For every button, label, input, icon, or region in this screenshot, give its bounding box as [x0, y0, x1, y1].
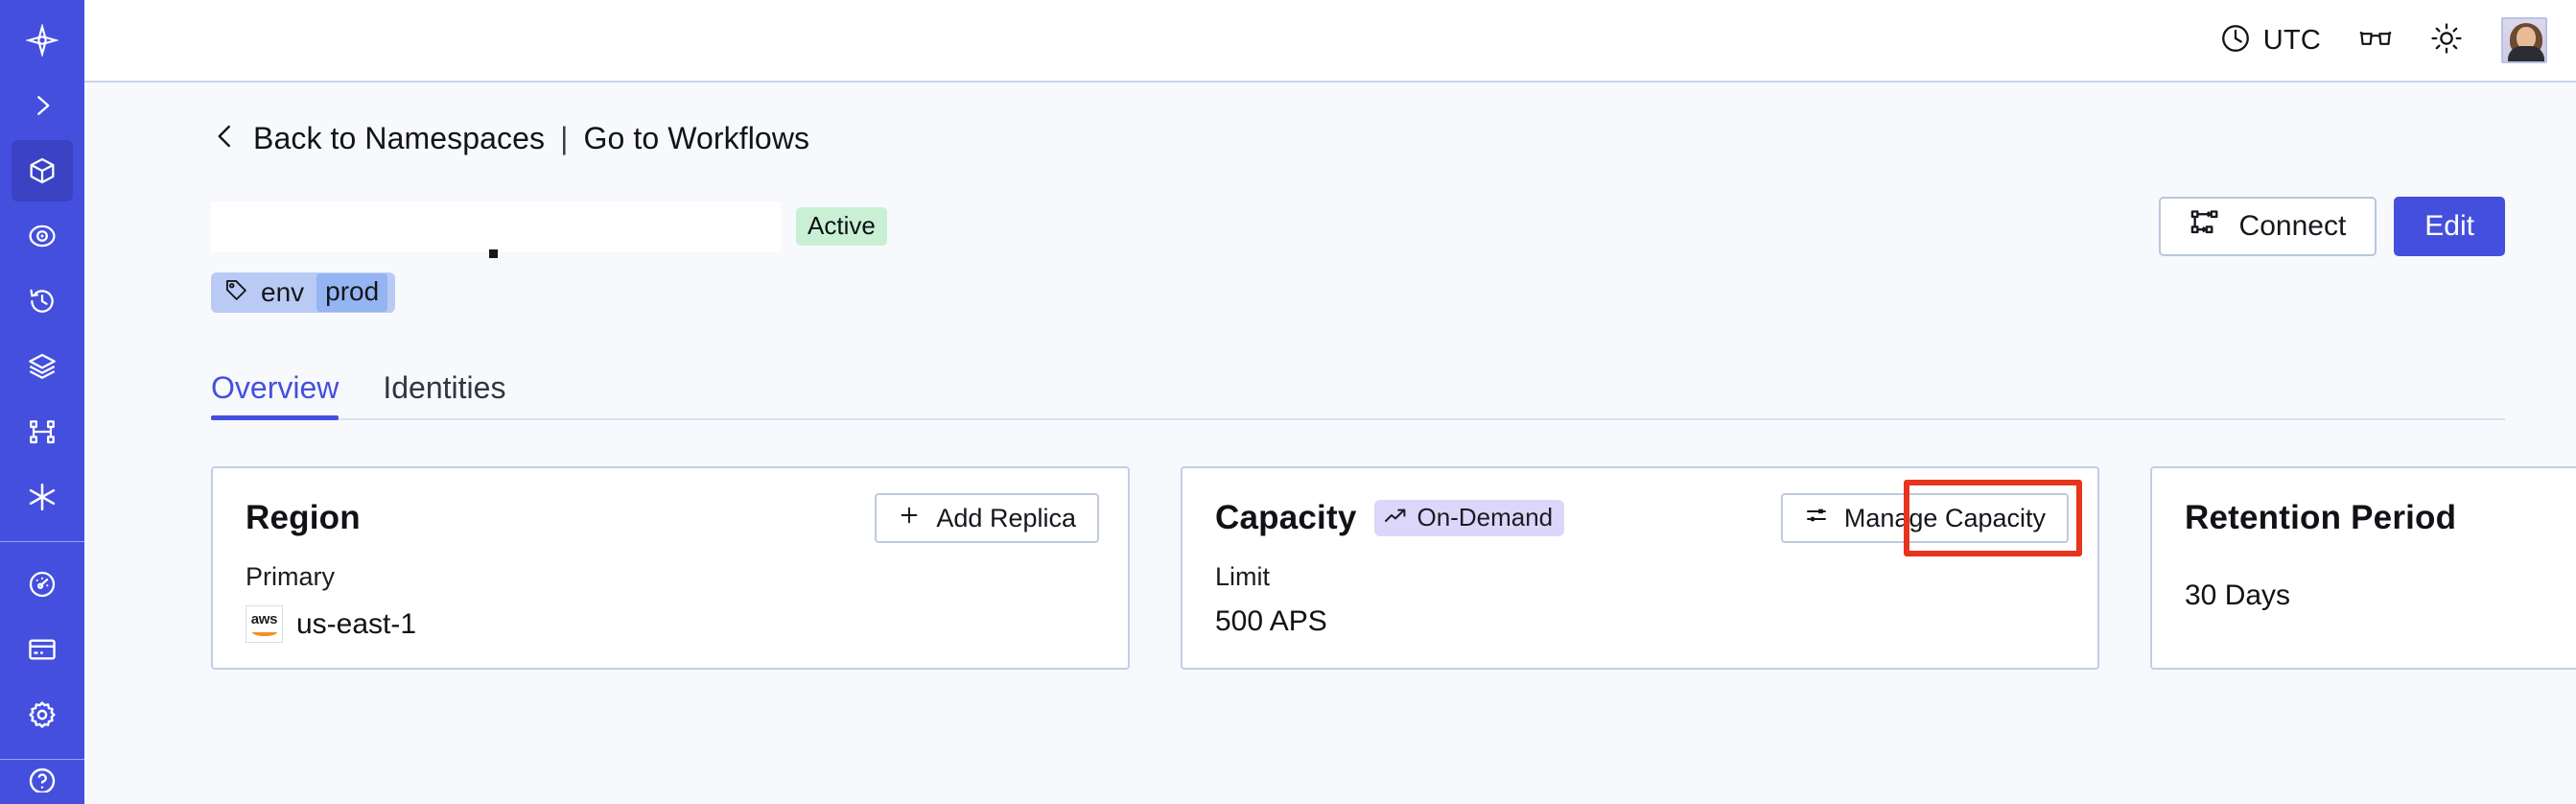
- gauge-icon: [27, 569, 58, 600]
- overview-cards: Region Add Replica Primary: [211, 466, 2576, 670]
- plus-icon: [898, 504, 921, 533]
- sidebar-item-namespaces[interactable]: [12, 140, 73, 201]
- namespace-title-row: Active: [211, 197, 2505, 258]
- page-title: [211, 201, 781, 258]
- aws-swoosh: [251, 628, 277, 636]
- sidebar: [0, 0, 84, 804]
- chevron-right-icon: [28, 91, 57, 120]
- cube-icon: [27, 155, 58, 186]
- retention-card-head: Retention Period: [2185, 495, 2557, 541]
- breadcrumb-separator: |: [560, 120, 569, 155]
- region-card: Region Add Replica Primary: [211, 466, 1130, 670]
- sidebar-item-nexus[interactable]: [12, 466, 73, 528]
- sliders-icon: [1804, 504, 1829, 533]
- sidebar-divider-1: [0, 541, 84, 542]
- sidebar-item-billing[interactable]: [12, 619, 73, 680]
- sidebar-item-observe[interactable]: [12, 205, 73, 267]
- tab-identities[interactable]: Identities: [383, 370, 506, 405]
- sidebar-item-settings[interactable]: [12, 684, 73, 745]
- manage-capacity-label: Manage Capacity: [1843, 503, 2046, 532]
- top-header: UTC: [84, 0, 2576, 83]
- tag-key: env: [261, 277, 305, 307]
- tag-value: prod: [316, 273, 388, 312]
- sidebar-item-help[interactable]: [12, 766, 73, 792]
- eye-icon: [27, 221, 58, 251]
- status-badge: Active: [796, 207, 887, 246]
- help-circle-icon: [27, 766, 58, 792]
- connect-button[interactable]: Connect: [2158, 197, 2377, 256]
- avatar-face: [2517, 27, 2536, 50]
- asterisk-icon: [26, 481, 59, 513]
- region-value: us-east-1: [296, 607, 417, 640]
- reading-mode-button[interactable]: [2357, 24, 2394, 58]
- connection-icon: [2190, 208, 2222, 245]
- connect-label: Connect: [2238, 210, 2347, 242]
- content-area: Back to Namespaces | Go to Workflows Act…: [84, 83, 2576, 804]
- retention-card-title: Retention Period: [2185, 499, 2457, 536]
- timezone-label: UTC: [2262, 24, 2321, 56]
- retention-value: 30 Days: [2185, 579, 2291, 611]
- main-column: UTC: [84, 0, 2576, 804]
- sidebar-item-schedules[interactable]: [12, 271, 73, 332]
- capacity-value: 500 APS: [1215, 605, 1327, 637]
- region-value-row: aws us-east-1: [246, 605, 1099, 643]
- region-primary-label: Primary: [246, 562, 335, 591]
- aws-wordmark: aws: [250, 611, 278, 627]
- sun-icon: [2430, 22, 2463, 59]
- tab-overview[interactable]: Overview: [211, 372, 340, 420]
- retention-card: Retention Period 30 Days: [2150, 466, 2576, 670]
- avatar-body: [2508, 46, 2544, 61]
- reading-glasses-icon: [2357, 24, 2394, 58]
- namespace-actions: Connect Edit: [2158, 197, 2505, 256]
- avatar[interactable]: [2501, 17, 2547, 63]
- sidebar-item-layers[interactable]: [12, 336, 73, 397]
- git-branch-icon: [27, 416, 58, 447]
- sidebar-item-usage[interactable]: [12, 554, 73, 615]
- sidebar-item-logo[interactable]: [12, 10, 73, 71]
- aws-logo-icon: aws: [246, 605, 283, 643]
- namespace-tags: env prod: [211, 272, 2505, 313]
- theme-toggle-button[interactable]: [2430, 22, 2463, 59]
- tab-bar: Overview Identities: [211, 357, 2505, 420]
- capacity-card-title: Capacity: [1215, 499, 1357, 536]
- edit-button[interactable]: Edit: [2394, 197, 2505, 256]
- breadcrumb-workflows-link[interactable]: Go to Workflows: [583, 120, 810, 155]
- add-replica-label: Add Replica: [936, 503, 1076, 532]
- capacity-card: Capacity On-Demand: [1181, 466, 2099, 670]
- sidebar-item-expand[interactable]: [12, 75, 73, 136]
- layers-icon: [27, 351, 58, 382]
- chevron-left-icon[interactable]: [211, 120, 240, 157]
- manage-capacity-button[interactable]: Manage Capacity: [1780, 493, 2069, 543]
- clock-icon: [2219, 22, 2252, 59]
- tag-icon: [224, 278, 248, 307]
- credit-card-icon: [27, 634, 58, 665]
- trending-up-icon: [1384, 505, 1409, 530]
- add-replica-button[interactable]: Add Replica: [875, 493, 1099, 543]
- region-card-head: Region: [246, 495, 1099, 541]
- sidebar-divider-2: [0, 759, 84, 760]
- gear-icon: [27, 699, 58, 730]
- breadcrumb: Back to Namespaces | Go to Workflows: [211, 117, 2505, 159]
- sidebar-item-workflows[interactable]: [12, 401, 73, 462]
- breadcrumb-back-link[interactable]: Back to Namespaces: [253, 120, 546, 155]
- capacity-limit-label: Limit: [1215, 562, 1271, 591]
- timezone-selector[interactable]: UTC: [2219, 22, 2321, 59]
- on-demand-badge: On-Demand: [1373, 500, 1565, 536]
- tag-env[interactable]: env prod: [211, 272, 396, 313]
- clock-rewind-icon: [27, 286, 58, 317]
- on-demand-label: On-Demand: [1417, 503, 1554, 532]
- temporal-logo-icon: [26, 24, 59, 57]
- capacity-card-head: Capacity On-Demand: [1215, 495, 2069, 541]
- region-card-title: Region: [246, 499, 361, 536]
